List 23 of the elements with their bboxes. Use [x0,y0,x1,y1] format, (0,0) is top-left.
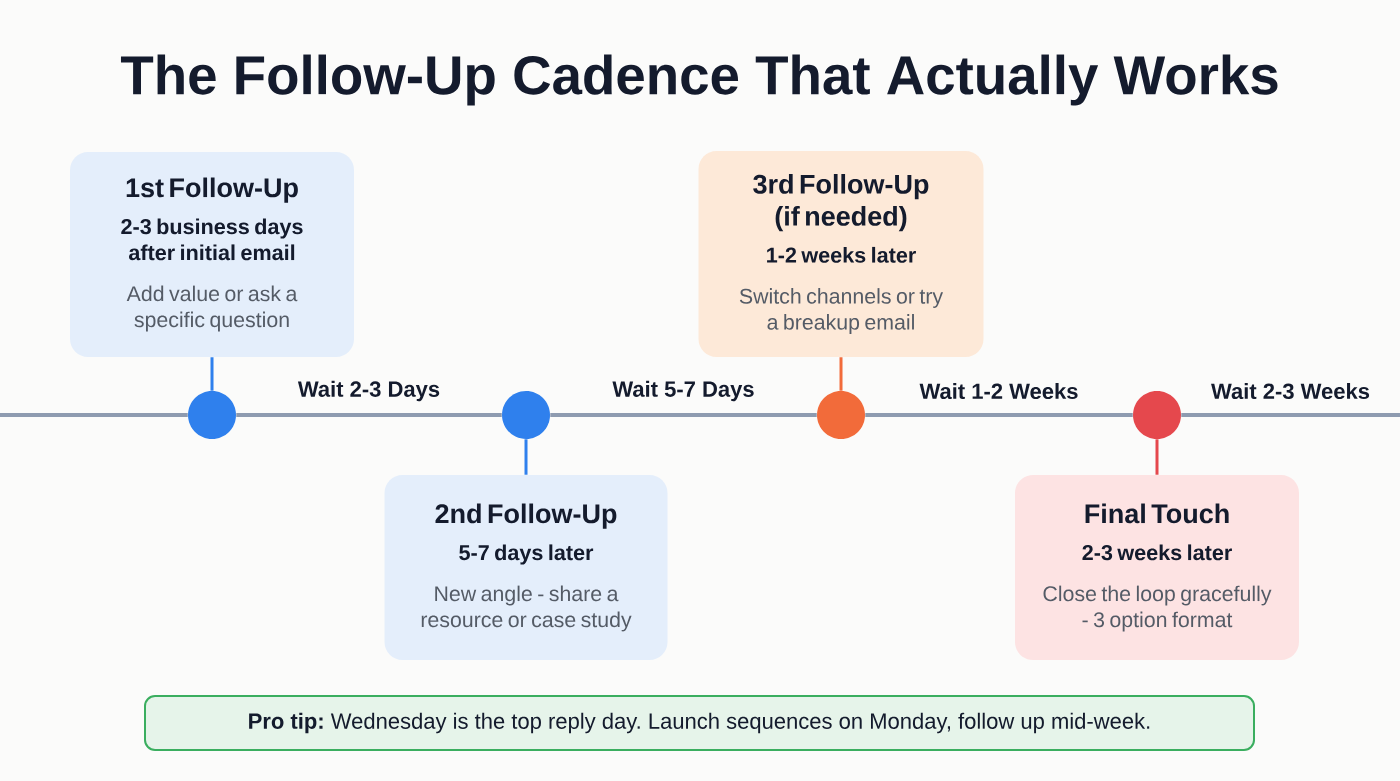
timeline-line [236,413,502,417]
tip-box: Pro tip: Wednesday is the top reply day. Launch sequences on Monday, follow up mid-week. [144,695,1255,751]
step-card: 3rd Follow-Up (if needed) 1-2 weeks later Switch channels or try a breakup email [698,151,984,357]
timeline-line [0,413,188,417]
timeline-line [1181,413,1400,417]
step-card: 2nd Follow-Up 5-7 days later New angle - share a resource or case study [384,475,668,660]
step-card: 1st Follow-Up 2-3 business days after initial email Add value or ask a specific question [70,152,354,357]
connector-line [210,357,214,391]
timeline-dot [817,391,865,439]
edge-label: Wait 2-3 Days [295,378,443,404]
edge-label: Wait 5-7 Days [609,378,758,404]
edge-label: Wait 2-3 Weeks [1208,380,1373,402]
timeline-dot [1133,391,1181,439]
timeline-line [550,413,817,417]
connector-line [839,357,843,391]
timeline-dot [502,391,550,439]
connector-line [524,439,528,475]
timeline-line [865,413,1133,417]
timeline-dot [188,391,236,439]
connector-line [1155,439,1159,475]
step-card: Final Touch 2-3 weeks later Close the loop gracefully - 3 option format [1015,475,1299,660]
edge-label: Wait 1-2 Weeks [916,380,1082,402]
title: The Follow-Up Cadence That Actually Works [120,54,1278,106]
